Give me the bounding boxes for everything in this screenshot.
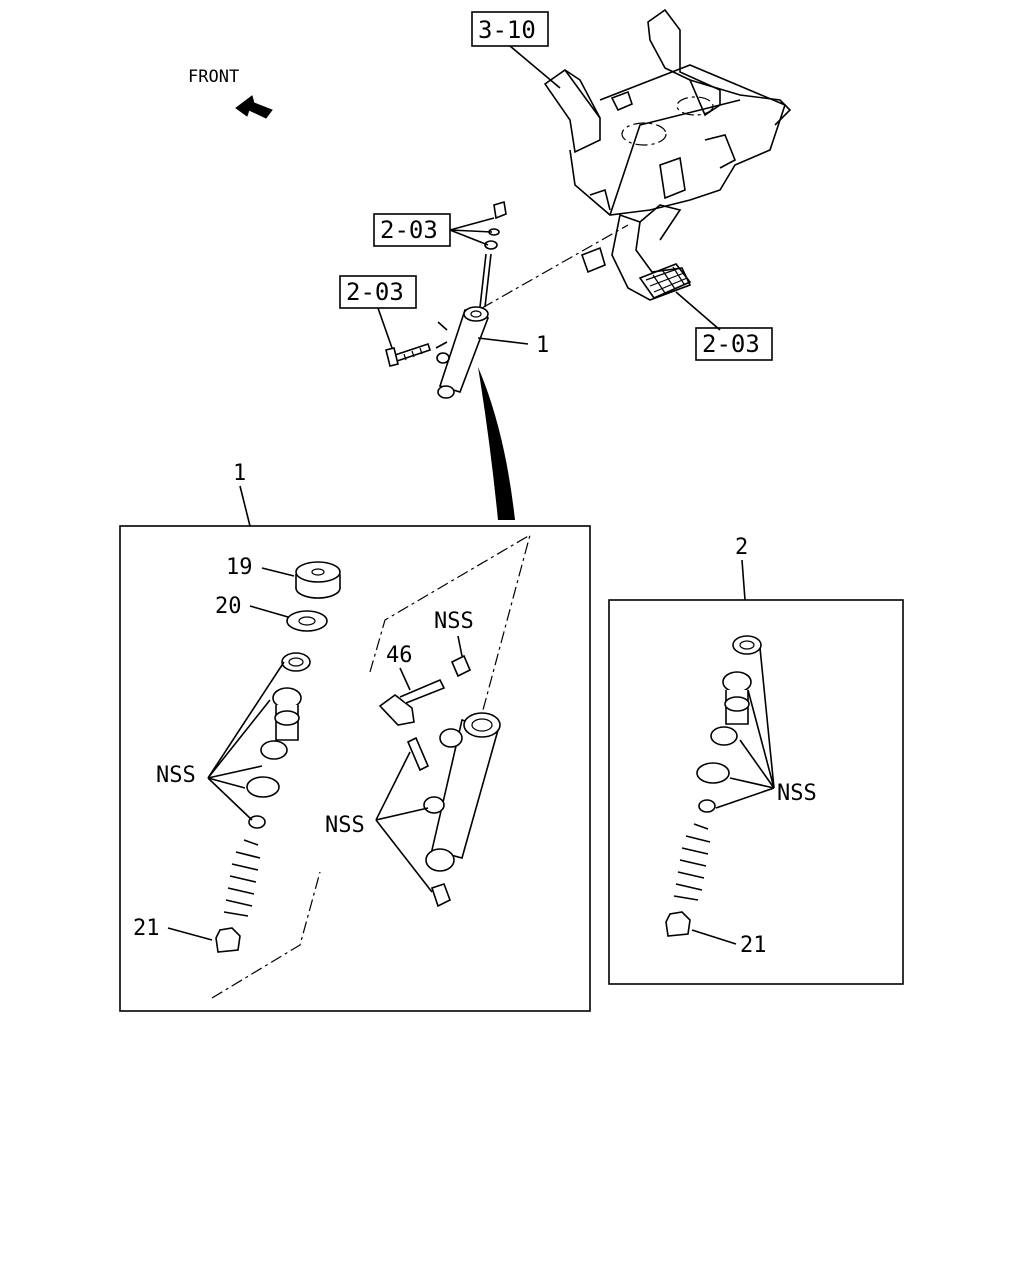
- ref-fitting[interactable]: 2-03: [373, 213, 451, 247]
- ref-bolt[interactable]: 2-03: [339, 275, 417, 309]
- front-label: FRONT: [188, 67, 239, 87]
- callout-nss-mid: NSS: [325, 813, 365, 838]
- front-arrow-icon: [235, 95, 273, 119]
- leader-fitting: [449, 217, 495, 246]
- callout-washer: 20: [215, 594, 242, 619]
- callout-nss-top: NSS: [434, 609, 474, 634]
- kit-1-panel: 1 19 20 21 NSS: [119, 461, 591, 1012]
- ref-bracket[interactable]: 3-10: [471, 11, 549, 47]
- svg-text:2-03: 2-03: [702, 330, 760, 358]
- leader-cylinder: [477, 337, 529, 345]
- front-indicator: FRONT: [188, 67, 273, 119]
- kit-1-label: 1: [233, 461, 246, 486]
- centerline: [481, 224, 629, 309]
- svg-text:3-10: 3-10: [478, 16, 536, 44]
- svg-text:2-03: 2-03: [380, 216, 438, 244]
- kit-2-panel: 2 NSS 21: [608, 535, 904, 985]
- detail-arrow-icon: [478, 367, 515, 520]
- svg-text:2-03: 2-03: [346, 278, 404, 306]
- pedal-bracket: [543, 8, 792, 301]
- leader-pedal: [675, 291, 721, 331]
- callout-boot-right: 21: [740, 933, 767, 958]
- leader-bracket: [509, 45, 561, 89]
- callout-cylinder: 1: [536, 333, 549, 358]
- callout-nss-right: NSS: [777, 781, 817, 806]
- ref-pedal[interactable]: 2-03: [695, 327, 773, 361]
- kit-2-label: 2: [735, 535, 748, 560]
- callout-boot-left: 21: [133, 916, 160, 941]
- master-cylinder-upper: [385, 200, 507, 399]
- callout-nss-left: NSS: [156, 763, 196, 788]
- callout-bleeder: 46: [386, 643, 413, 668]
- callout-cap: 19: [226, 555, 253, 580]
- leader-bolt: [377, 307, 393, 349]
